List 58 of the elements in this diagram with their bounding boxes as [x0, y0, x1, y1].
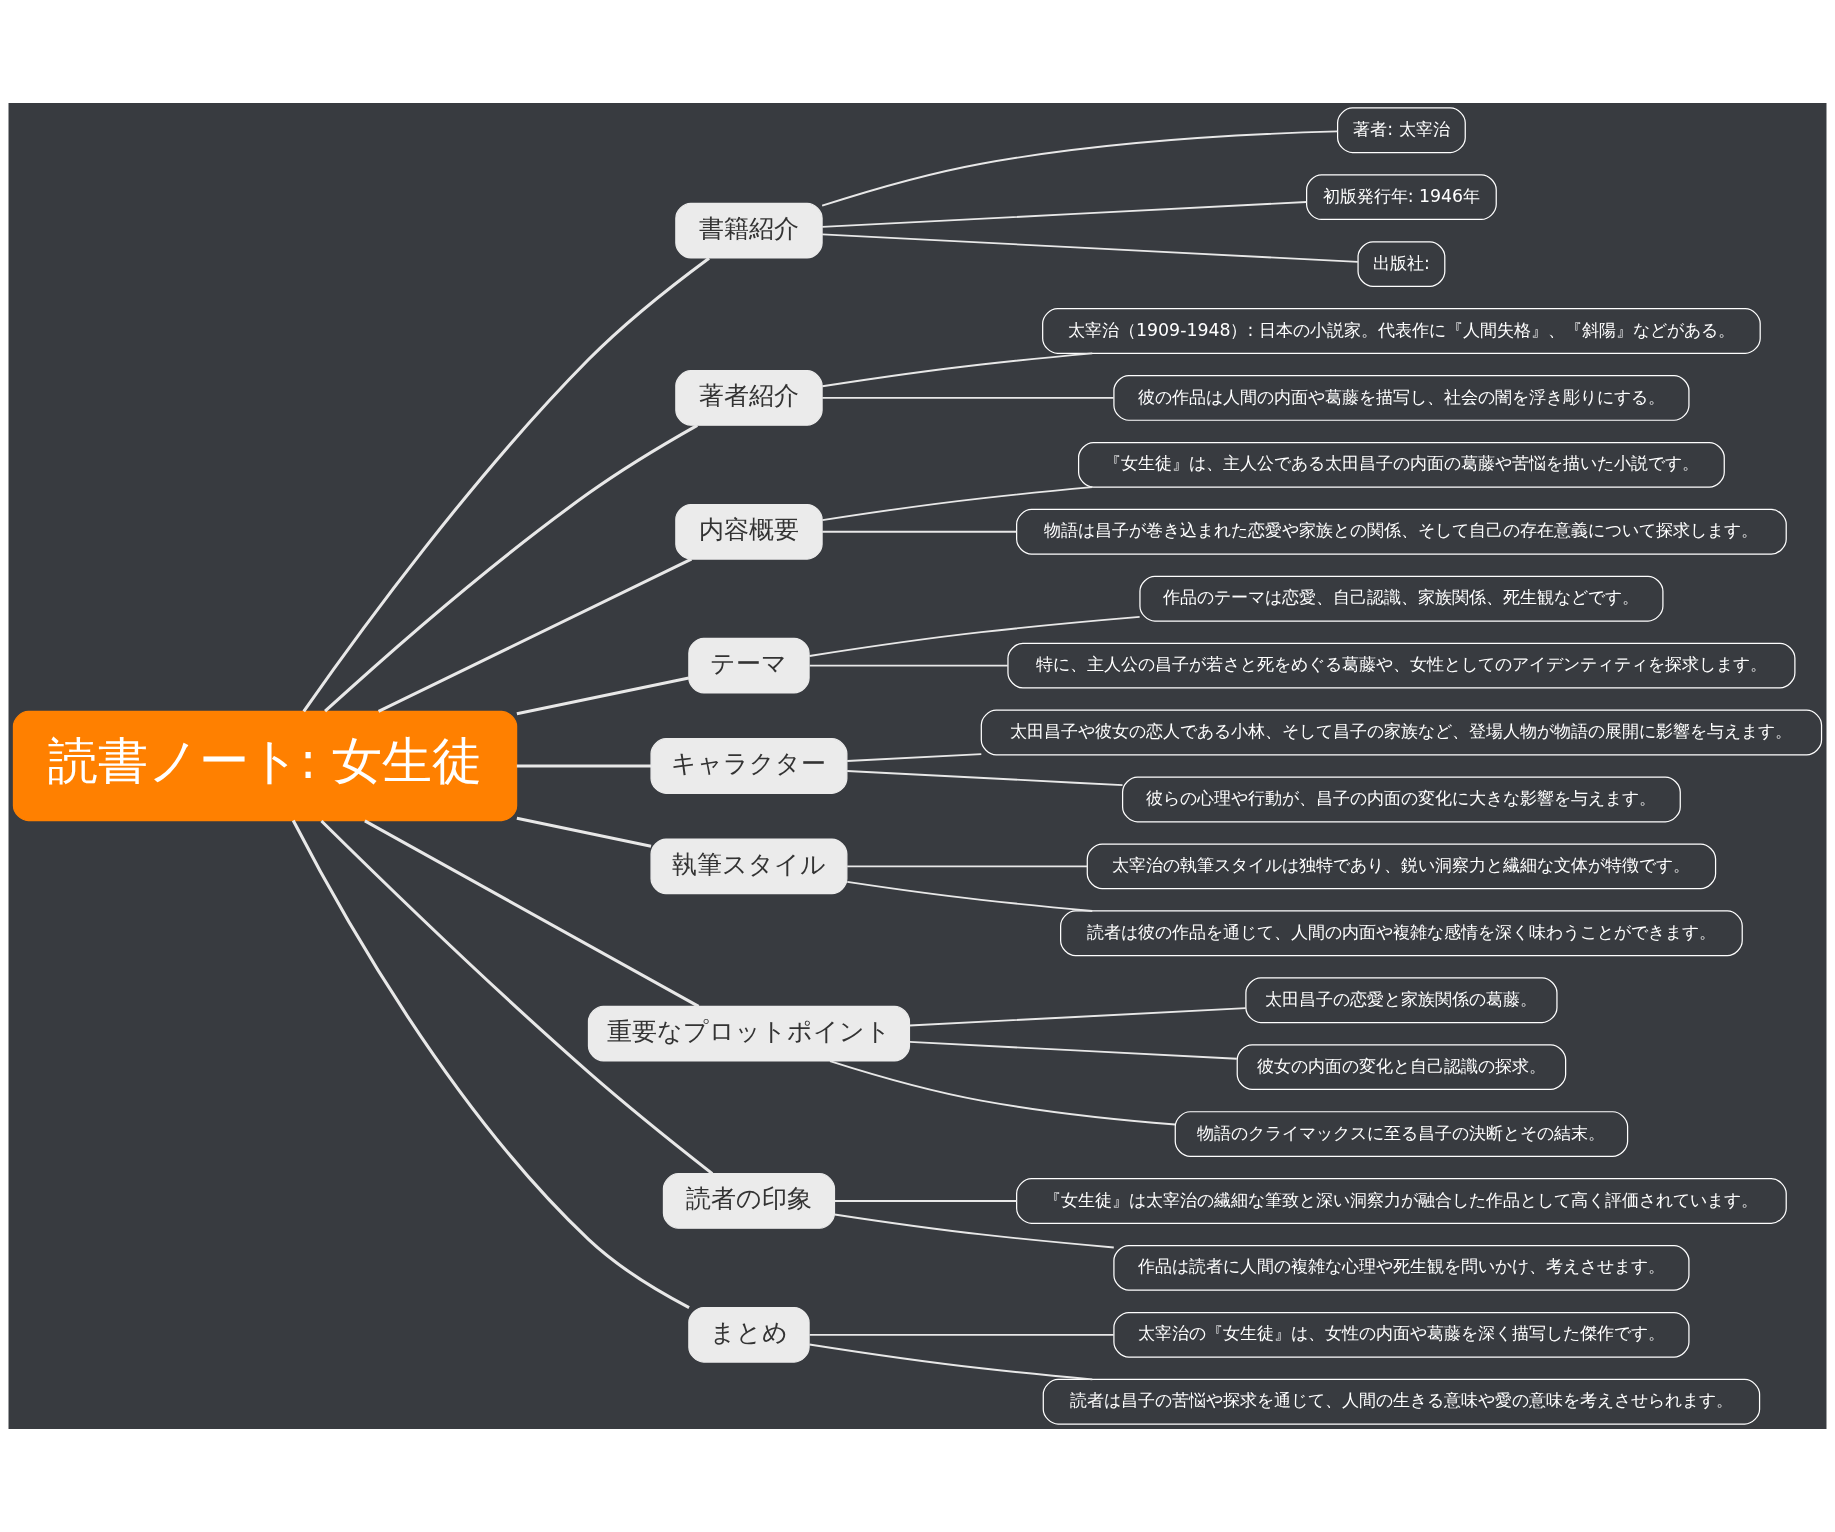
node-box: 『女生徒』は、主人公である太田昌子の内面の葛藤や苦悩を描いた小説です。 — [1078, 441, 1725, 488]
connector — [829, 1060, 1177, 1126]
node-box: 執筆スタイル — [650, 838, 848, 895]
node-box: 太田昌子の恋愛と家族関係の葛藤。 — [1245, 977, 1558, 1024]
node-box: 太宰治（1909-1948）: 日本の小説家。代表作に『人間失格』、『斜陽』などがある。 — [1042, 308, 1761, 354]
connector — [846, 753, 983, 762]
node-box: 重要なプロットポイント — [587, 1005, 911, 1062]
node-box: 彼の作品は人間の内面や葛藤を描写し、社会の闇を浮き彫りにする。 — [1113, 375, 1690, 421]
connector — [846, 880, 1094, 912]
node-box: 特に、主人公の昌子が若さと死をめぐる葛藤や、女性としてのアイデンティティを探求します。 — [1007, 642, 1796, 689]
node-box: 彼女の内面の変化と自己認識の探求。 — [1236, 1044, 1567, 1091]
node-box: 太宰治の『女生徒』は、女性の内面や葛藤を深く描写した傑作です。 — [1113, 1311, 1690, 1358]
node-box: 著者紹介 — [675, 370, 823, 426]
connector — [808, 664, 1009, 667]
node-box: 読書ノート: 女生徒 — [12, 710, 518, 822]
connector — [833, 1200, 1018, 1202]
node-box: 読者は彼の作品を通じて、人間の内面や複雑な感情を深く味わうことができます。 — [1060, 910, 1743, 957]
connector — [324, 424, 699, 713]
node-box: 物語は昌子が巻き込まれた恋愛や家族との関係、そして自己の存在意義について探求します。 — [1016, 508, 1787, 555]
node-box: 『女生徒』は太宰治の繊細な筆致と深い洞察力が融合した作品として高く評価されています。 — [1016, 1178, 1787, 1224]
node-box: キャラクター — [650, 738, 848, 794]
connector — [846, 865, 1088, 868]
connector — [833, 1213, 1115, 1249]
node-box: 書籍紹介 — [675, 202, 823, 259]
connector — [808, 1333, 1115, 1336]
node-box: 作品は読者に人間の複雑な心理や死生観を問いかけ、考えさせます。 — [1113, 1244, 1690, 1291]
connector — [846, 770, 1124, 787]
node-box: 出版社: — [1357, 241, 1446, 288]
node-box: まとめ — [688, 1306, 810, 1363]
connector — [302, 256, 710, 713]
connector — [320, 819, 714, 1175]
node-box: 彼らの心理や行動が、昌子の内面の変化に大きな影響を与えます。 — [1122, 776, 1681, 823]
node-box: 著者: 太宰治 — [1337, 107, 1466, 154]
node-box: 内容概要 — [675, 503, 823, 560]
node-box: 読者は昌子の苦悩や探求を通じて、人間の生きる意味や愛の意味を考えさせられます。 — [1042, 1378, 1761, 1425]
connector — [821, 233, 1359, 263]
connector — [821, 397, 1115, 399]
node-box: 太田昌子や彼女の恋人である小林、そして昌子の家族など、登場人物が物語の展開に影響を与えます。 — [980, 709, 1823, 756]
connector — [377, 557, 693, 713]
node-box: 物語のクライマックスに至る昌子の決断とその結末。 — [1174, 1111, 1629, 1157]
node-box: 初版発行年: 1946年 — [1306, 174, 1497, 221]
connector — [291, 819, 690, 1309]
connector — [516, 676, 690, 716]
connector — [821, 201, 1308, 228]
node-box: 作品のテーマは恋愛、自己認識、家族関係、死生観などです。 — [1139, 575, 1664, 622]
connector — [808, 1343, 1094, 1381]
connector — [516, 764, 652, 768]
node-box: テーマ — [688, 637, 810, 694]
connector — [821, 530, 1018, 533]
node-box: 読者の印象 — [662, 1173, 836, 1229]
connector — [364, 819, 700, 1008]
connector — [821, 130, 1339, 207]
connector — [821, 352, 1094, 388]
connector — [908, 1040, 1238, 1060]
connector — [908, 1007, 1247, 1027]
connector — [808, 616, 1141, 657]
node-box: 太宰治の執筆スタイルは独特であり、鋭い洞察力と繊細な文体が特徴です。 — [1086, 843, 1717, 890]
connector — [516, 816, 652, 848]
